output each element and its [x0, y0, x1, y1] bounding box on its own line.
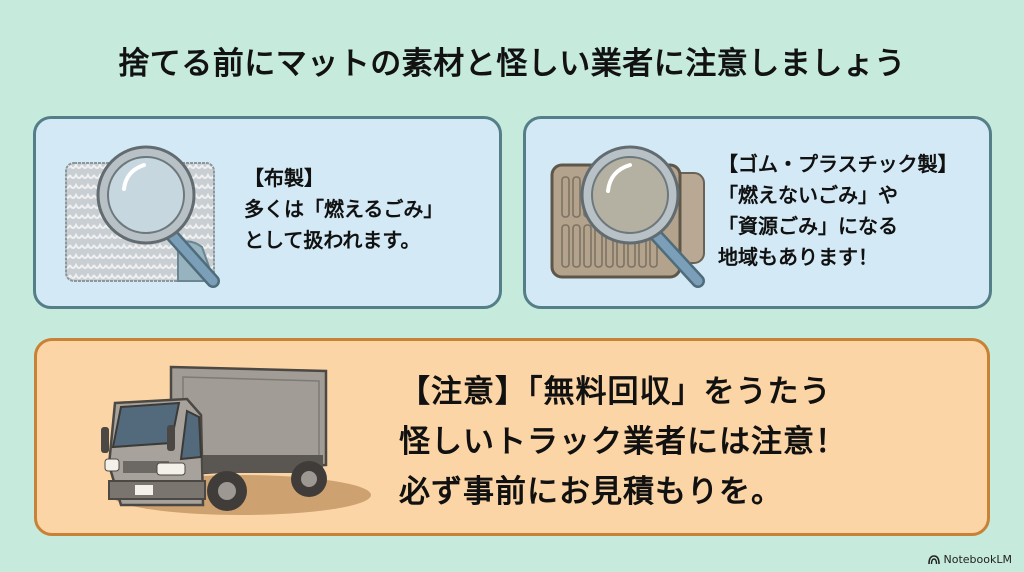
warning-text-line: 【注意】「無料回収」をうたう — [399, 374, 832, 410]
fabric-mat-with-magnifier-icon — [65, 145, 220, 288]
card-text-line: 「燃えないごみ」や — [718, 183, 898, 207]
card-text-line: 地域もあります！ — [718, 245, 878, 269]
notebooklm-logo-icon — [927, 554, 940, 564]
truck-icon — [101, 365, 371, 515]
card-heading: 【ゴム・プラスチック製】 — [718, 152, 958, 176]
warning-card: 【注意】「無料回収」をうたう 怪しいトラック業者には注意！ 必ず事前にお見積もり… — [34, 338, 990, 536]
card-text-line: として扱われます。 — [244, 228, 421, 252]
brand-label: NotebookLM — [943, 553, 1012, 566]
warning-text-line: 必ず事前にお見積もりを。 — [399, 474, 783, 510]
rubber-mat-with-magnifier-icon — [550, 145, 705, 288]
warning-text-line: 怪しいトラック業者には注意！ — [399, 424, 847, 460]
fabric-mat-card: 【布製】 多くは「燃えるごみ」 として扱われます。 — [33, 116, 502, 309]
page-title: 捨てる前にマットの素材と怪しい業者に注意しましょう — [118, 46, 906, 82]
notebooklm-brand: NotebookLM — [927, 553, 1012, 566]
card-text-line: 多くは「燃えるごみ」 — [244, 197, 444, 221]
card-text-line: 「資源ごみ」になる — [718, 214, 898, 238]
card-heading: 【布製】 — [244, 166, 324, 190]
rubber-mat-card: 【ゴム・プラスチック製】 「燃えないごみ」や 「資源ごみ」になる 地域もあります… — [523, 116, 992, 309]
